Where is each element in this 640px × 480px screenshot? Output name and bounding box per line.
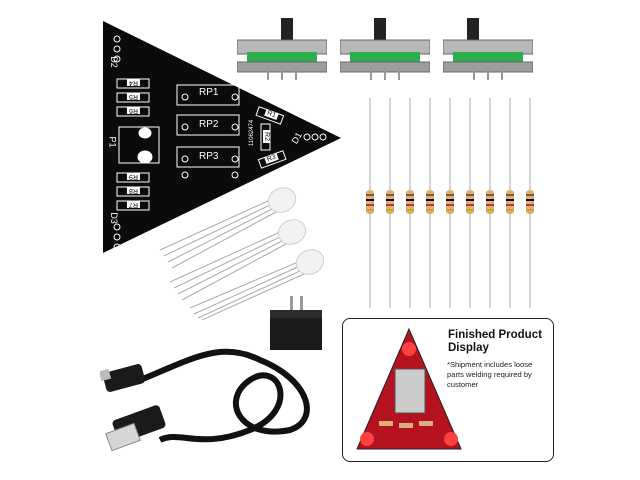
resistor <box>486 98 494 308</box>
finished-product-photo <box>356 327 462 450</box>
resistor <box>526 98 534 308</box>
label-r5: R5 <box>127 93 140 100</box>
resistor <box>386 98 394 308</box>
resistor <box>426 98 434 308</box>
label-rp2: RP2 <box>199 119 219 130</box>
finished-product-title: Finished Product Display <box>448 329 542 354</box>
pcb-board: D2 D3 D1 P1 RP1 RP2 RP3 R4 R5 R6 R9 R8 R… <box>95 15 355 255</box>
dc-jack <box>262 294 326 358</box>
label-r9: R9 <box>127 173 140 180</box>
resistor <box>406 98 414 308</box>
finished-product-panel: Finished Product Display *Shipment inclu… <box>342 318 554 462</box>
potentiometer-3 <box>443 18 533 80</box>
label-r6: R6 <box>127 107 140 114</box>
resistor <box>466 98 474 308</box>
label-r8: R8 <box>127 187 140 194</box>
resistor-row <box>360 98 540 308</box>
shipment-note: *Shipment includes loose parts welding r… <box>447 360 533 389</box>
potentiometer-2 <box>340 18 430 80</box>
label-d3: D3 <box>108 212 119 224</box>
label-p1: P1 <box>107 136 118 148</box>
resistor <box>506 98 514 308</box>
potentiometer-1 <box>237 18 327 80</box>
label-d2: D2 <box>108 56 119 68</box>
label-rp1: RP1 <box>199 87 219 98</box>
led-group <box>150 180 330 320</box>
label-r7: R7 <box>127 201 140 208</box>
resistor <box>446 98 454 308</box>
label-r4: R4 <box>127 79 140 86</box>
usb-cable <box>100 340 340 480</box>
label-r2: R2 <box>262 130 270 143</box>
label-rp3: RP3 <box>199 151 219 162</box>
label-code: 11062474 <box>249 119 256 147</box>
resistor <box>366 98 374 308</box>
